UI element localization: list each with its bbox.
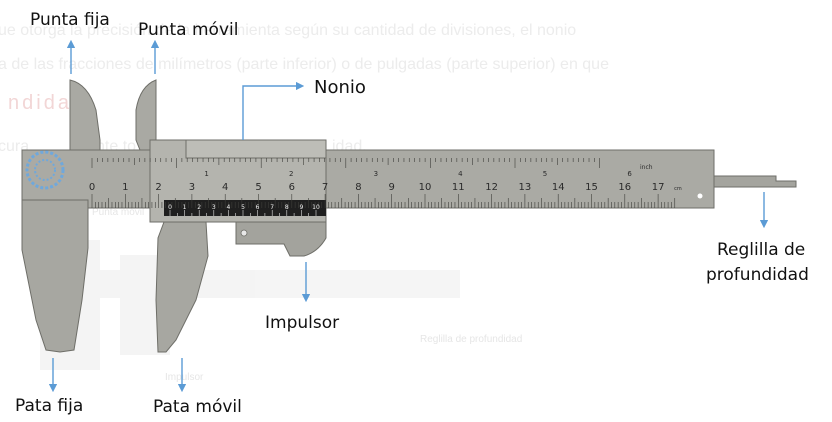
label-nonio: Nonio	[314, 77, 366, 98]
cm-tick-label: 9	[389, 182, 395, 193]
cm-tick-label: 11	[452, 182, 465, 193]
cm-tick-label: 1	[122, 182, 128, 193]
cm-tick-label: 0	[89, 182, 95, 193]
background-text-line1: ue otorga la precisión de la herramienta…	[0, 22, 577, 39]
vernier-tick-label: 9	[299, 204, 303, 211]
vernier-tick-label: 1	[183, 204, 187, 211]
inch-tick-label: 4	[458, 170, 463, 178]
vernier-tick-label: 0	[168, 204, 172, 211]
cm-tick-label: 10	[419, 182, 432, 193]
vernier-tick-label: 6	[256, 204, 260, 211]
cm-tick-label: 5	[255, 182, 261, 193]
inch-tick-label: 1	[204, 170, 208, 178]
cm-tick-label: 3	[189, 182, 195, 193]
impulsor-grip	[235, 221, 327, 257]
background-text-line2: a de las fracciones de milímetros (parte…	[0, 56, 609, 73]
inch-tick-label: 2	[289, 170, 293, 178]
label-punta-fija: Punta fija	[30, 10, 110, 30]
ghost-caliper	[40, 240, 460, 370]
cm-tick-label: 12	[485, 182, 498, 193]
label-punta-movil: Punta móvil	[138, 20, 239, 40]
brand-logo	[25, 150, 65, 190]
label-impulsor: Impulsor	[265, 313, 340, 333]
inch-tick-label: 5	[543, 170, 547, 178]
vernier-tick-label: 10	[312, 204, 320, 211]
ghost-label-reglilla: Reglilla de profundidad	[420, 334, 522, 345]
label-pata-movil: Pata móvil	[153, 397, 242, 417]
inch-tick-label: 6	[627, 170, 632, 178]
main-beam	[21, 149, 715, 209]
vernier-tick-label: 8	[285, 204, 289, 211]
ghost-label-punta-movil: Punta móvil	[92, 207, 144, 218]
cm-tick-label: 4	[222, 182, 228, 193]
cm-tick-label: 6	[289, 182, 295, 193]
cm-unit-label: cm	[674, 186, 682, 192]
depth-rod	[713, 175, 797, 188]
cm-tick-label: 13	[519, 182, 532, 193]
arrow-nonio	[242, 81, 305, 140]
movable-jaw-lower	[155, 221, 209, 353]
cm-tick-label: 2	[155, 182, 161, 193]
vernier-tick-label: 4	[226, 204, 230, 211]
cm-tick-label: 15	[585, 182, 598, 193]
cm-tick-label: 16	[618, 182, 631, 193]
ghost-label-impulsor: Impulsor	[165, 372, 204, 383]
vernier-tick-label: 3	[212, 204, 216, 211]
vernier-tick-label: 7	[270, 204, 274, 211]
movable-jaw-upper	[135, 79, 157, 151]
slider-screw	[240, 229, 248, 237]
cm-tick-label: 14	[552, 182, 565, 193]
vernier-tick-label: 5	[241, 204, 245, 211]
cm-tick-label: 7	[322, 182, 328, 193]
nonio-strip	[185, 139, 327, 159]
fixed-jaw-upper	[69, 79, 101, 151]
label-reglilla-line1: Reglilla de	[717, 240, 806, 260]
inch-unit-label: inch	[640, 164, 653, 171]
cm-tick-label: 17	[652, 182, 665, 193]
label-reglilla-line2: profundidad	[706, 265, 809, 285]
vernier-tick-label: 2	[197, 204, 201, 211]
inch-scale: 1 2 3 4 5 6 inch	[91, 158, 653, 178]
background-heading: ndidad	[8, 92, 87, 114]
label-pata-fija: Pata fija	[15, 396, 84, 416]
vernier-scale: 0 1 2 3 4 5 6 7 8 9 10	[168, 204, 320, 216]
beam-hole	[697, 193, 703, 199]
cm-tick-label: 8	[355, 182, 361, 193]
fixed-jaw-lower	[21, 199, 89, 353]
inch-tick-label: 3	[374, 170, 378, 178]
